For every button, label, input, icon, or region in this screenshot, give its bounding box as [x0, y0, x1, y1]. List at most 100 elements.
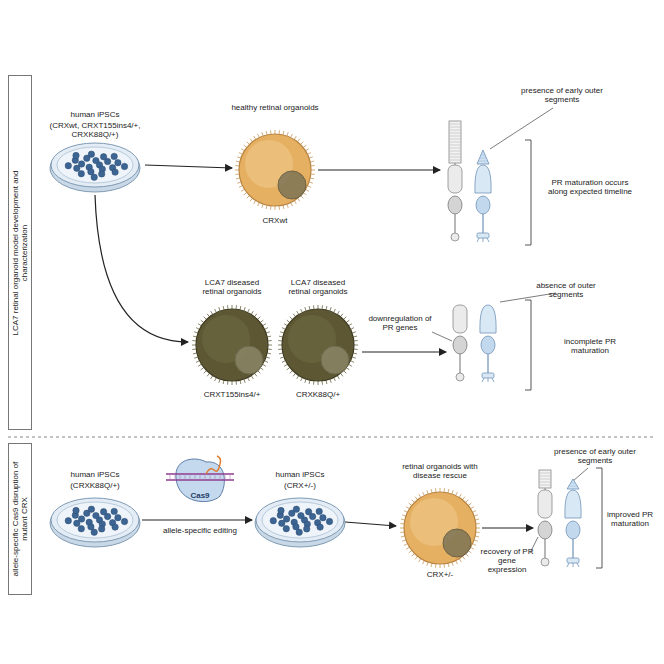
- dna-rung: [220, 474, 221, 480]
- cone-inner-segment: [480, 305, 496, 333]
- disc-stripe: [539, 485, 551, 486]
- guide-rna: [206, 456, 221, 474]
- section-band: LCA7 retinal organoid model development …: [8, 75, 32, 430]
- organoid-cilia: [254, 136, 256, 139]
- annotation-text: retinal organoids with disease rescue: [395, 462, 485, 480]
- organoid-cilia: [344, 317, 347, 320]
- cell-colony: [111, 508, 117, 514]
- organoid-cilia: [280, 332, 284, 333]
- disc-stripe: [571, 483, 576, 484]
- rod-axon: [544, 539, 545, 558]
- dna-rung: [180, 474, 181, 480]
- cell-colony: [304, 526, 310, 532]
- rod-spherule: [456, 373, 464, 381]
- organoid-cilia: [354, 345, 358, 346]
- organoid-cilia: [254, 201, 256, 204]
- disc-stripe: [449, 124, 461, 125]
- organoid-cilia: [412, 500, 415, 503]
- rod-inner-segment: [453, 305, 467, 333]
- cone-pedicle: [567, 558, 579, 563]
- organoid-cilia: [440, 488, 441, 492]
- cell-colony: [112, 524, 118, 530]
- cell-colony: [78, 171, 84, 177]
- organoid-cilia: [247, 142, 250, 145]
- organoid-cilia: [284, 364, 287, 366]
- cell-colony: [279, 520, 285, 526]
- flow-arrow: [345, 522, 396, 526]
- organoid-cilia: [198, 364, 201, 366]
- organoid-cilia: [192, 345, 196, 346]
- annotation-text: LCA7 diseased retinal organoids: [197, 278, 267, 296]
- organoid-cilia: [330, 307, 331, 311]
- flow-arrow: [318, 169, 440, 170]
- organoid-cilia: [204, 317, 207, 320]
- organoid-cilia: [262, 204, 263, 208]
- leader-line: [490, 108, 553, 149]
- petri-dish: [51, 498, 139, 542]
- disc-stripe: [449, 136, 461, 137]
- leader-line: [432, 332, 452, 341]
- organoid-cilia: [294, 201, 296, 204]
- annotation-text: human iPSCs: [55, 470, 135, 479]
- pedicle-foot: [483, 238, 484, 242]
- rod-inner-segment: [538, 490, 552, 518]
- rod-axon: [454, 214, 455, 233]
- organoid-cilia: [275, 206, 276, 210]
- pedicle-foot: [573, 563, 574, 567]
- organoid-cilia: [297, 376, 299, 379]
- organoid-cilia: [406, 547, 409, 549]
- section-title: allele-specific Cas9 disruption of mutan…: [11, 449, 29, 589]
- organoid-cilia: [219, 379, 220, 383]
- dna-rung: [200, 474, 201, 480]
- organoid-cilia: [266, 357, 270, 358]
- leader-line: [573, 468, 588, 481]
- flow-arrow: [145, 165, 232, 168]
- annotation-text: incomplete PR maturation: [548, 337, 632, 355]
- cell-colony: [78, 526, 84, 532]
- annotation-text: (CRXK88Q/+): [55, 481, 135, 490]
- rod-spherule: [541, 558, 549, 566]
- cell-colony: [317, 524, 323, 530]
- cell-colony: [296, 529, 302, 535]
- organoid-cilia: [452, 490, 453, 494]
- organoid-cilia: [471, 547, 474, 549]
- cell-colony: [283, 526, 289, 532]
- pedicle-foot: [567, 563, 569, 567]
- rpe-spot: [278, 171, 306, 199]
- cell-colony: [65, 518, 71, 524]
- dna-rung: [225, 474, 226, 480]
- cell-colony: [100, 509, 106, 515]
- cell-colony: [326, 518, 332, 524]
- organoid-cilia: [301, 142, 304, 145]
- organoid-cilia: [311, 170, 315, 171]
- organoid-cilia: [263, 324, 266, 326]
- cone-axon: [572, 539, 573, 558]
- organoid-cilia: [400, 528, 404, 529]
- organoid-cilia: [318, 381, 319, 385]
- organoid-cilia: [290, 371, 293, 374]
- annotation-text: CRX+/-: [415, 570, 465, 579]
- dna-rung: [175, 474, 176, 480]
- petri-dish: [57, 147, 133, 183]
- cell-colony: [65, 163, 71, 169]
- organoid-cilia: [211, 376, 213, 379]
- cell-colony: [121, 163, 127, 169]
- cell-colony: [305, 509, 311, 515]
- cell-colony: [270, 518, 276, 524]
- cone-nucleus: [566, 521, 580, 539]
- organoid-cilia: [251, 311, 253, 314]
- organoid-cilia: [419, 494, 421, 497]
- organoid-cilia: [194, 357, 198, 358]
- disc-stripe: [449, 127, 461, 128]
- pedicle-foot: [487, 238, 489, 242]
- organoid-cilia: [474, 515, 478, 516]
- organoid-cilia: [284, 324, 287, 326]
- organoid-cilia: [198, 324, 201, 326]
- annotation-text: (CRXwt, CRXT155ins4/+, CRXK88Q/+): [33, 121, 157, 139]
- organoid-cilia: [452, 562, 453, 566]
- annotation-text: healthy retinal organoids: [230, 103, 320, 112]
- cone-outer-segment: [477, 150, 489, 164]
- disc-stripe: [480, 158, 487, 159]
- flow-arrow: [142, 519, 252, 520]
- annotation-text: CRXwt: [245, 216, 305, 225]
